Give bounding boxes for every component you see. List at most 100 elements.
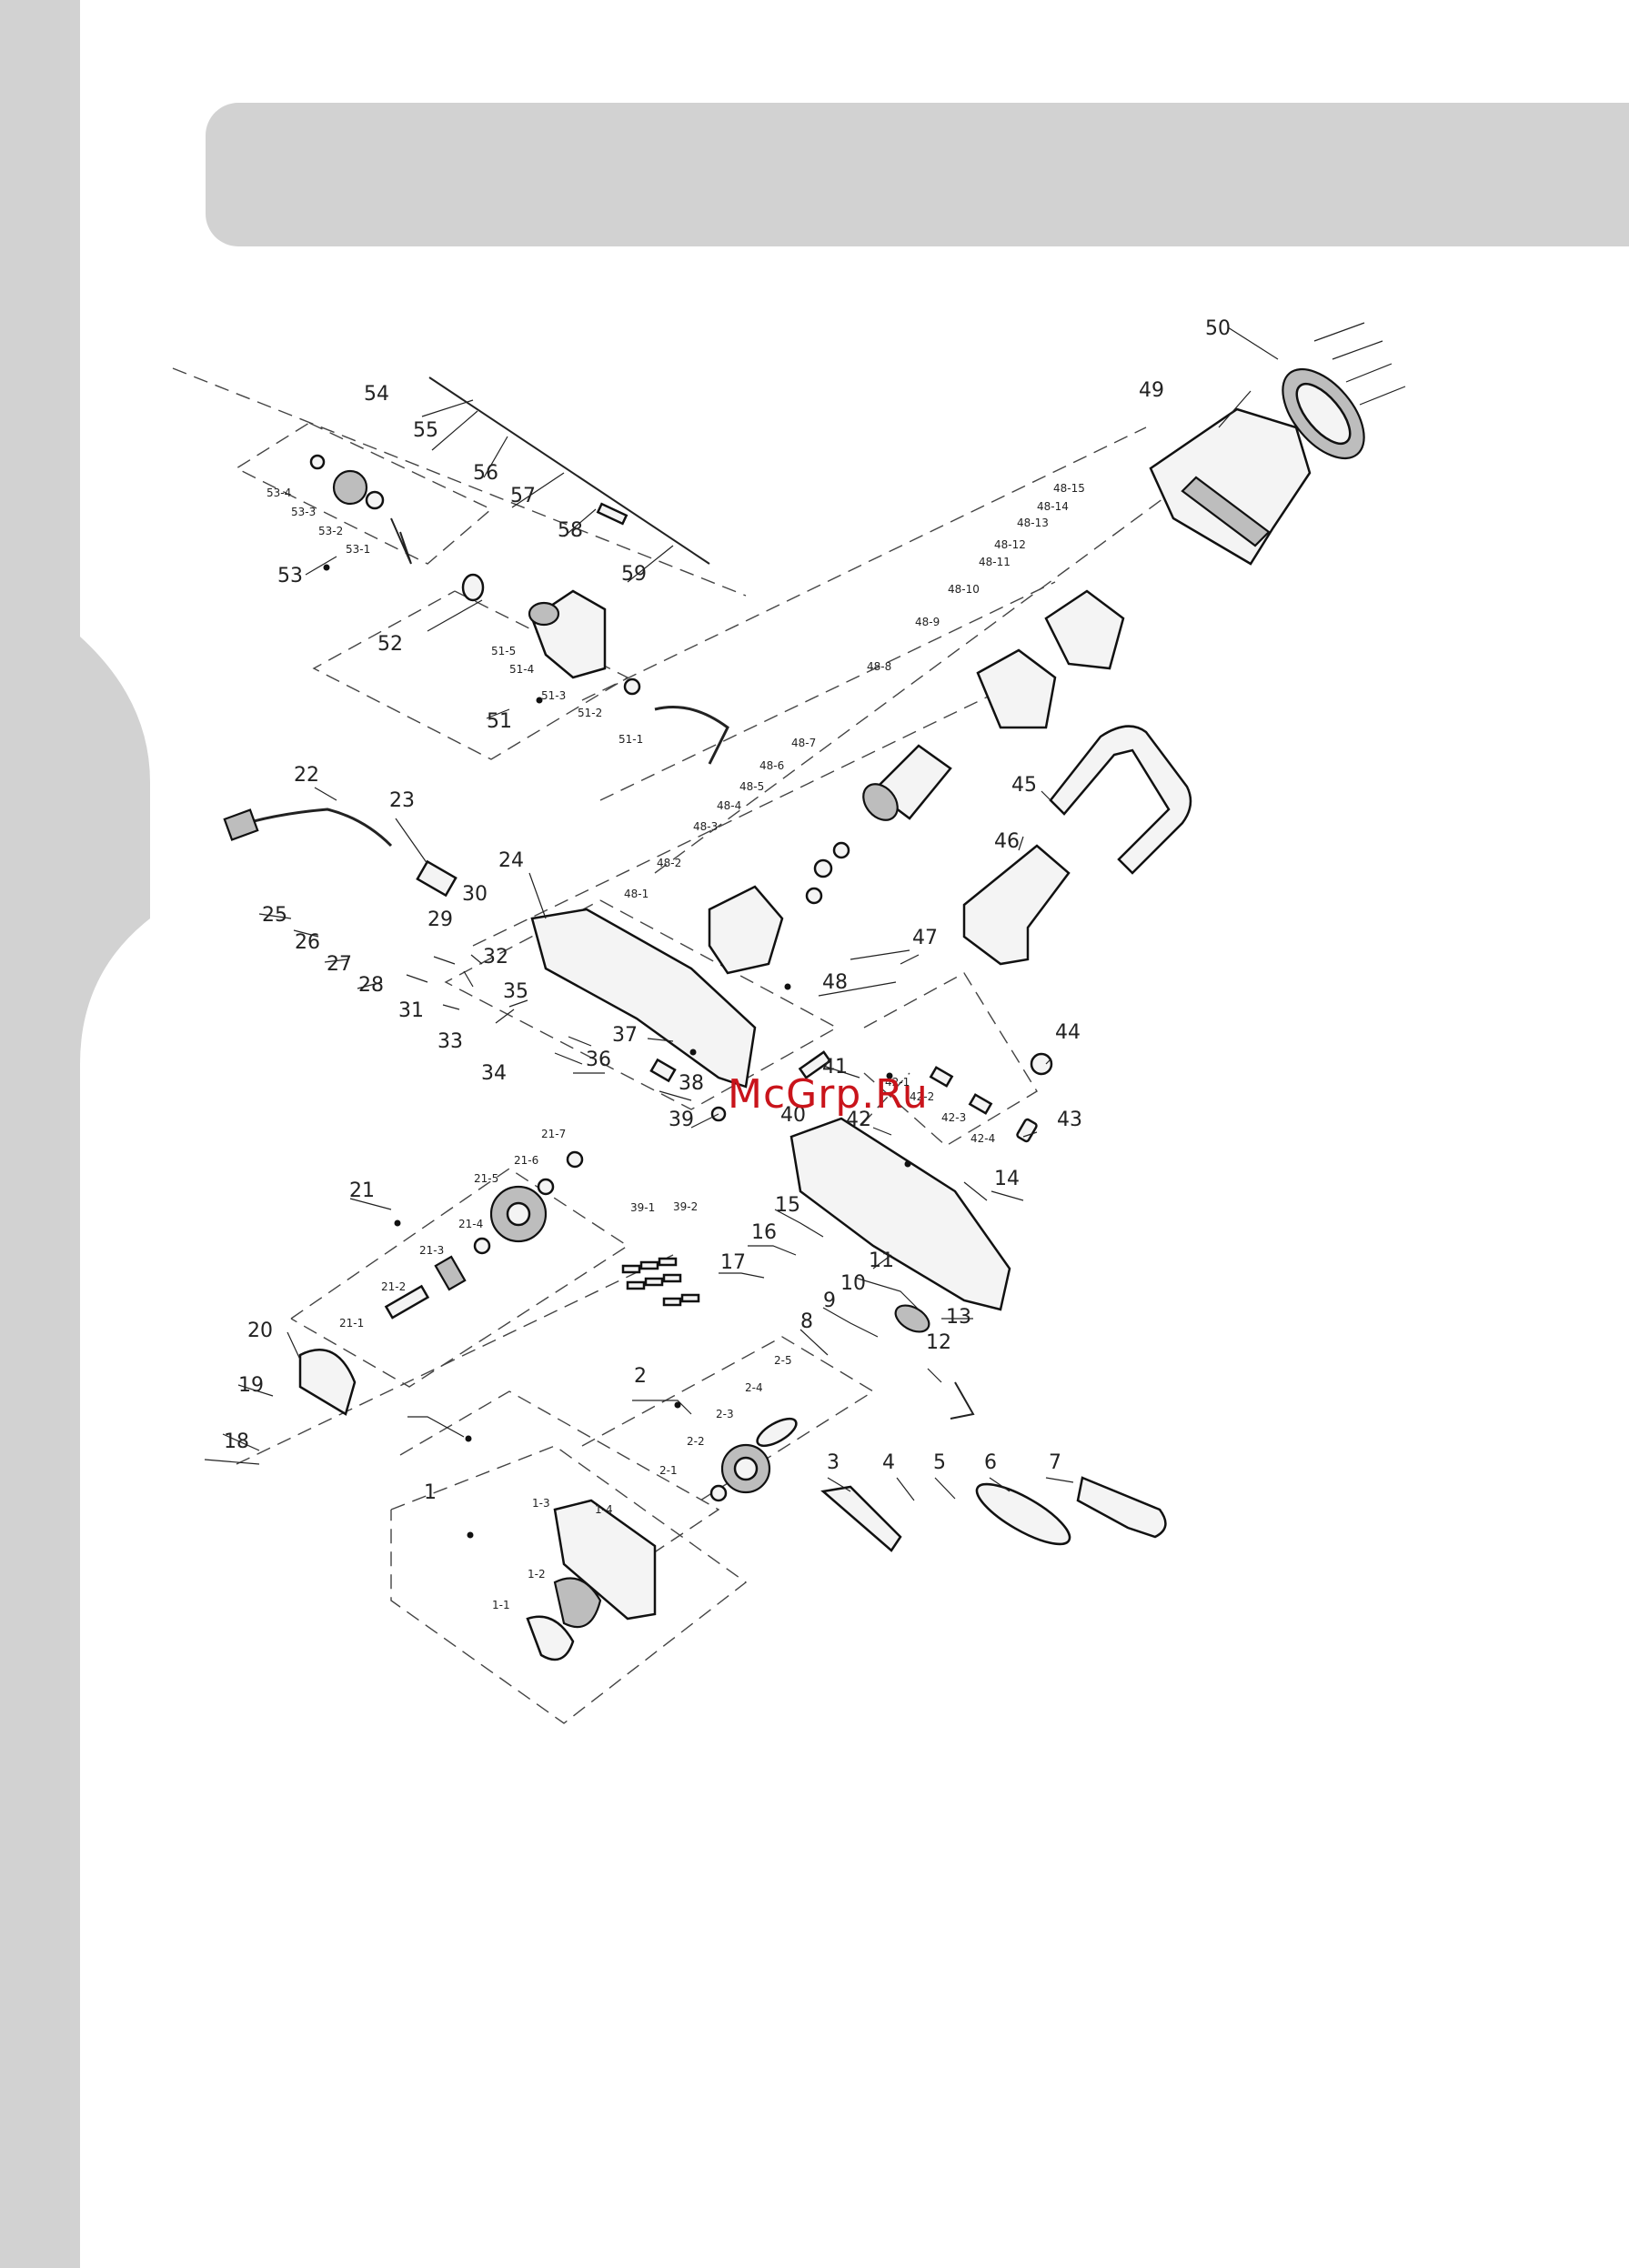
part-22-power-cord <box>231 808 393 848</box>
label-51: 51 <box>487 710 512 733</box>
part-11-main-housing <box>789 1117 1011 1311</box>
label-57: 57 <box>510 485 536 507</box>
label-31: 31 <box>398 999 424 1022</box>
label-51-1: 51-1 <box>618 733 643 746</box>
label-21: 21 <box>349 1179 375 1202</box>
label-34: 34 <box>481 1062 507 1085</box>
label-10: 10 <box>840 1272 866 1295</box>
label-42-2: 42-2 <box>910 1090 934 1103</box>
label-13: 13 <box>946 1306 971 1329</box>
part-48-10-bracket <box>1044 589 1125 670</box>
label-18: 18 <box>224 1430 249 1453</box>
label-2-4: 2-4 <box>745 1381 763 1394</box>
label-36: 36 <box>586 1049 611 1071</box>
label-21-4: 21-4 <box>458 1218 483 1230</box>
part-23-strain-relief <box>416 859 458 898</box>
label-1-4: 1-4 <box>595 1503 613 1516</box>
label-44: 44 <box>1055 1021 1081 1044</box>
label-48-3: 48-3 <box>693 820 718 833</box>
label-21-6: 21-6 <box>514 1154 538 1167</box>
label-24: 24 <box>498 849 524 872</box>
part-48-9-stator <box>976 648 1057 729</box>
part-7-bar-cover <box>1076 1476 1167 1539</box>
label-9: 9 <box>823 1290 836 1312</box>
label-48-4: 48-4 <box>717 799 741 812</box>
label-8: 8 <box>800 1310 813 1333</box>
part-45-front-handle <box>1049 725 1192 875</box>
label-32: 32 <box>483 946 508 968</box>
label-48-10: 48-10 <box>948 583 980 596</box>
label-27: 27 <box>327 953 352 976</box>
label-48: 48 <box>822 971 848 994</box>
label-51-4: 51-4 <box>509 663 534 676</box>
label-21-7: 21-7 <box>541 1128 566 1140</box>
label-46: 46 <box>994 830 1020 853</box>
label-2-3: 2-3 <box>716 1408 734 1420</box>
label-53-2: 53-2 <box>318 525 343 537</box>
label-53-1: 53-1 <box>346 543 370 556</box>
label-21-3: 21-3 <box>419 1244 444 1257</box>
callout-labels: 1 2 3 4 5 6 7 8 9 10 11 12 13 14 15 16 1… <box>224 317 1231 1611</box>
label-16: 16 <box>751 1221 777 1244</box>
label-38: 38 <box>679 1072 704 1095</box>
label-1: 1 <box>424 1481 437 1504</box>
label-56: 56 <box>473 462 498 485</box>
label-3: 3 <box>827 1451 840 1474</box>
label-39: 39 <box>669 1109 694 1131</box>
label-12: 12 <box>926 1331 951 1354</box>
label-48-1: 48-1 <box>624 888 649 900</box>
callout-dots <box>323 564 911 1539</box>
label-59: 59 <box>621 563 647 586</box>
label-30: 30 <box>462 883 488 906</box>
label-51-2: 51-2 <box>578 707 602 719</box>
label-14: 14 <box>994 1168 1020 1190</box>
label-29: 29 <box>427 908 453 931</box>
label-48-5: 48-5 <box>739 780 764 793</box>
label-25: 25 <box>262 904 287 927</box>
label-33: 33 <box>437 1030 463 1053</box>
label-52: 52 <box>377 633 403 656</box>
label-48-2: 48-2 <box>657 857 681 869</box>
screw-set <box>621 1257 700 1307</box>
label-47: 47 <box>912 927 938 949</box>
label-35: 35 <box>503 980 528 1003</box>
label-53-3: 53-3 <box>291 506 316 518</box>
label-5: 5 <box>933 1451 946 1474</box>
label-17: 17 <box>720 1251 746 1274</box>
label-15: 15 <box>775 1194 800 1217</box>
part-49-motor-housing <box>1149 407 1312 566</box>
label-48-15: 48-15 <box>1053 482 1085 495</box>
label-41: 41 <box>822 1056 848 1079</box>
label-22: 22 <box>294 764 319 787</box>
part-1-3-side-cover <box>553 1499 657 1621</box>
part-50-end-cap <box>1282 367 1365 460</box>
label-54: 54 <box>364 383 389 406</box>
label-7: 7 <box>1049 1451 1061 1474</box>
label-20: 20 <box>247 1320 273 1342</box>
label-42-4: 42-4 <box>970 1132 995 1145</box>
label-48-13: 48-13 <box>1017 517 1049 529</box>
label-21-2: 21-2 <box>381 1280 406 1293</box>
label-48-14: 48-14 <box>1037 500 1069 513</box>
part-shapes <box>223 322 1406 1661</box>
label-42: 42 <box>846 1109 871 1131</box>
label-2-5: 2-5 <box>774 1354 792 1367</box>
part-48-2-end-plate <box>708 885 784 975</box>
label-48-11: 48-11 <box>979 556 1011 568</box>
label-19: 19 <box>238 1374 264 1397</box>
label-6: 6 <box>984 1451 997 1474</box>
label-50: 50 <box>1205 317 1231 340</box>
label-42-1: 42-1 <box>885 1076 910 1089</box>
label-4: 4 <box>882 1451 895 1474</box>
label-40: 40 <box>780 1104 806 1127</box>
label-1-3: 1-3 <box>532 1497 550 1510</box>
part-52-ring <box>461 573 485 602</box>
label-1-2: 1-2 <box>528 1568 546 1581</box>
label-48-6: 48-6 <box>759 759 784 772</box>
part-20-sprocket-cover <box>298 1349 357 1416</box>
part-46-rear-handle <box>962 844 1071 966</box>
label-55: 55 <box>413 419 438 442</box>
watermark-text: McGrp.Ru <box>728 1071 929 1118</box>
